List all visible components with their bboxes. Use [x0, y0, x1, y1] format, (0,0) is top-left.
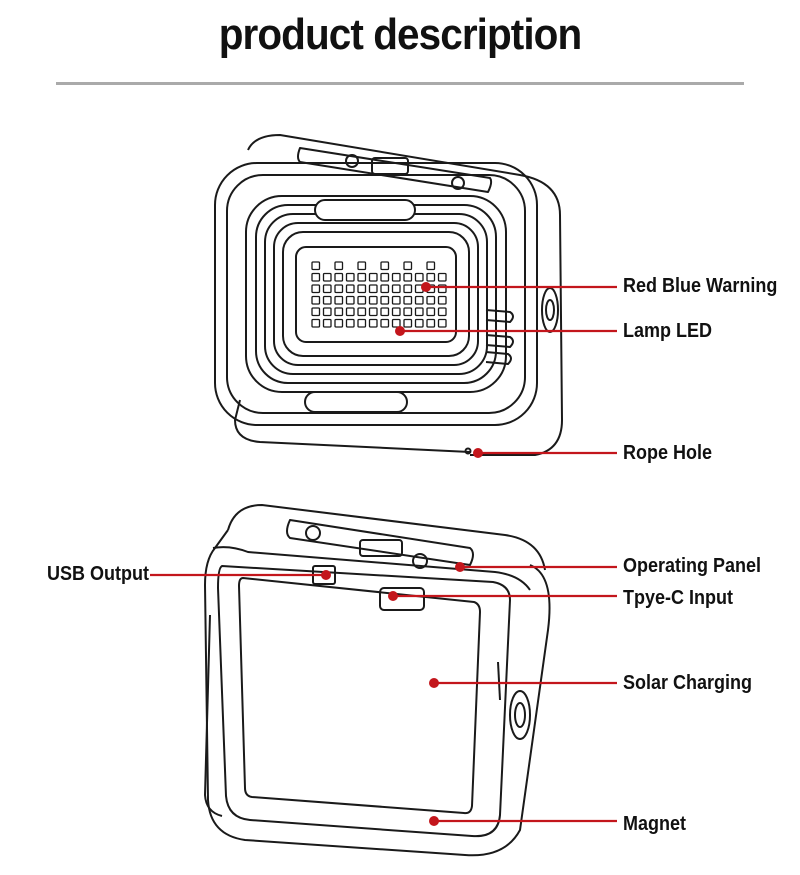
led-cell	[311, 261, 321, 271]
callout-lines	[150, 282, 617, 826]
led-cell	[357, 307, 367, 317]
led-cell	[322, 272, 332, 282]
callout-line-type-c-input	[388, 591, 617, 601]
led-cell	[414, 318, 424, 328]
led-cell	[414, 295, 424, 305]
bottom-device-drawing	[204, 504, 551, 857]
led-cell	[391, 272, 401, 282]
callout-rope-hole: Rope Hole	[623, 442, 713, 464]
led-cell	[368, 318, 378, 328]
led-cell	[414, 272, 424, 282]
callout-line-operating-panel	[455, 562, 617, 572]
led-cell	[403, 272, 413, 282]
led-cell	[345, 272, 355, 282]
led-cell	[345, 295, 355, 305]
led-cell	[357, 261, 367, 271]
led-cell	[357, 318, 367, 328]
led-cell	[345, 307, 355, 317]
led-cell	[391, 318, 401, 328]
led-cell	[334, 284, 344, 294]
led-cell	[391, 284, 401, 294]
led-cell	[437, 318, 447, 328]
led-cell	[426, 318, 436, 328]
led-cell	[380, 261, 390, 271]
led-cell	[403, 307, 413, 317]
led-cell	[311, 284, 321, 294]
led-cell	[403, 284, 413, 294]
callout-usb-output: USB Output	[47, 563, 149, 585]
led-cell	[334, 307, 344, 317]
led-cell	[426, 295, 436, 305]
led-cell	[380, 307, 390, 317]
led-cell	[403, 318, 413, 328]
led-cell	[357, 272, 367, 282]
callout-lamp-led: Lamp LED	[623, 320, 713, 342]
led-cell	[368, 307, 378, 317]
led-cell	[357, 295, 367, 305]
callout-line-solar-charging	[429, 678, 617, 688]
led-cell	[311, 272, 321, 282]
callout-line-rope-hole	[473, 448, 617, 458]
callout-line-usb-output	[150, 570, 331, 580]
led-cell	[368, 284, 378, 294]
led-cell	[426, 261, 436, 271]
callout-line-red-blue-warning	[421, 282, 617, 292]
led-cell	[334, 272, 344, 282]
led-cell	[368, 272, 378, 282]
callout-line-magnet	[429, 816, 617, 826]
led-cell	[437, 307, 447, 317]
led-cell	[380, 272, 390, 282]
led-cell	[334, 295, 344, 305]
led-cell	[322, 307, 332, 317]
led-cell	[345, 284, 355, 294]
led-cell	[322, 295, 332, 305]
title-divider	[56, 82, 744, 85]
callout-magnet: Magnet	[623, 813, 686, 835]
led-cell	[357, 284, 367, 294]
callout-type-c-input: Tpye-C Input	[623, 587, 733, 609]
led-cell	[437, 295, 447, 305]
led-cell	[426, 307, 436, 317]
led-cell	[322, 284, 332, 294]
page-title: product description	[218, 10, 583, 59]
callout-line-lamp-led	[395, 326, 617, 336]
led-cell	[368, 295, 378, 305]
led-cell	[426, 272, 436, 282]
led-cell	[380, 284, 390, 294]
led-cell	[437, 272, 447, 282]
callout-solar-charging: Solar Charging	[623, 672, 753, 694]
led-cell	[403, 295, 413, 305]
led-cell	[311, 318, 321, 328]
top-device-drawing	[214, 134, 563, 456]
led-cell	[391, 307, 401, 317]
led-cell	[391, 295, 401, 305]
led-cell	[334, 261, 344, 271]
led-cell	[380, 295, 390, 305]
led-cell	[322, 318, 332, 328]
led-cell	[311, 295, 321, 305]
callout-operating-panel: Operating Panel	[623, 555, 762, 577]
led-cell	[437, 284, 447, 294]
led-cell	[334, 318, 344, 328]
led-cell	[380, 318, 390, 328]
led-grid	[311, 261, 447, 328]
led-cell	[414, 307, 424, 317]
callout-red-blue-warning: Red Blue Warning	[623, 275, 778, 297]
led-cell	[403, 261, 413, 271]
led-cell	[345, 318, 355, 328]
led-cell	[311, 307, 321, 317]
